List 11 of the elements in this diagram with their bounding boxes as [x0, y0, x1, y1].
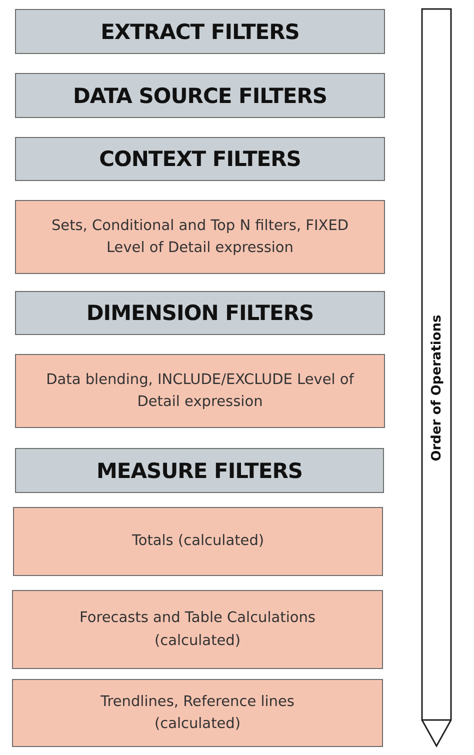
operation-box: Data blending, INCLUDE/EXCLUDE Level of Detail expression: [15, 354, 385, 428]
operation-box: Trendlines, Reference lines (calculated): [12, 679, 383, 747]
operation-box: Sets, Conditional and Top N filters, FIXED Level of Detail expression: [15, 200, 385, 274]
operation-box: Totals (calculated): [13, 507, 383, 576]
filter-stage-box: MEASURE FILTERS: [15, 448, 384, 493]
filter-stage-box: DIMENSION FILTERS: [15, 291, 385, 335]
operation-box: Forecasts and Table Calculations (calculated): [12, 590, 383, 669]
filter-stage-box: CONTEXT FILTERS: [15, 137, 385, 181]
filter-stage-box: EXTRACT FILTERS: [15, 9, 385, 54]
filter-stage-box: DATA SOURCE FILTERS: [15, 73, 385, 118]
arrow-label: Order of Operations: [430, 314, 444, 462]
